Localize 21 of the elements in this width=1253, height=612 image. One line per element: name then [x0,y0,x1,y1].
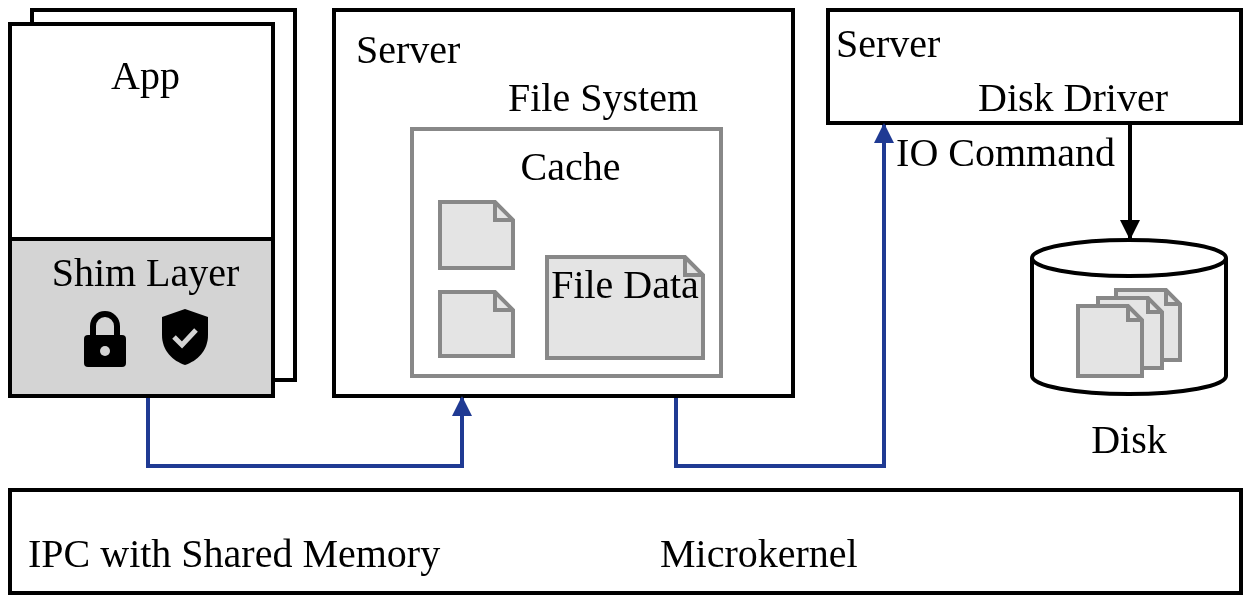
document-label: File Data [551,265,699,305]
layer-label: Shim Layer [51,253,240,293]
cache-box [410,127,723,378]
arrow [674,123,894,468]
subsystem-label: File System [508,78,699,118]
cache-label: Cache [520,147,621,187]
arrow [1120,125,1140,240]
app-label: App [111,56,180,96]
app-window [8,22,275,398]
server-label: Server [836,24,941,64]
arrow [146,396,472,468]
disk-label: Disk [1091,420,1167,460]
server-box [826,8,1243,125]
server-label: Server [356,30,461,70]
microkernel-label: Microkernel [660,534,858,574]
subsystem-label: Disk Driver [978,78,1168,118]
document-shape [438,290,515,358]
server-box [332,8,795,398]
microkernel-bar [8,488,1243,595]
document-shape [438,200,515,270]
ipc-label: IPC with Shared Memory [28,534,441,574]
